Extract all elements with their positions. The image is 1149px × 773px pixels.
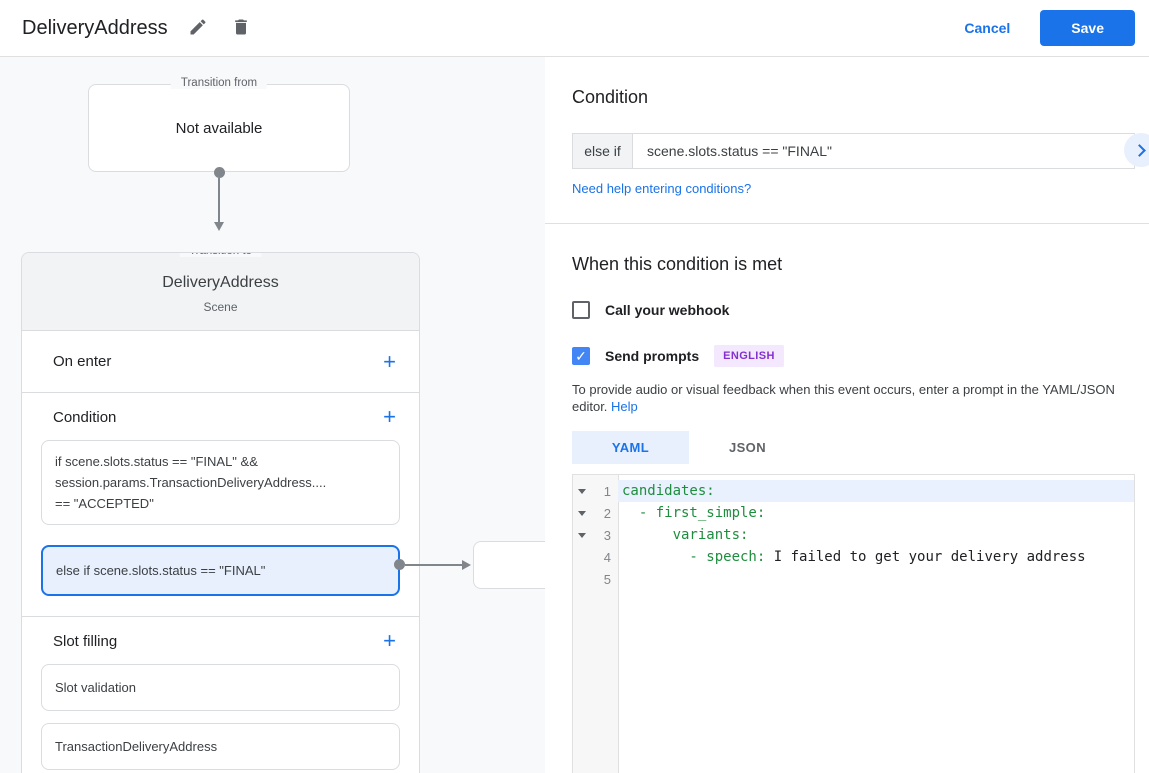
if-condition-card[interactable]: if scene.slots.status == "FINAL" && sess…	[41, 440, 400, 525]
editor-line: 4 - speech: I failed to get your deliver…	[573, 546, 1134, 568]
on-enter-row[interactable]: On enter +	[22, 331, 419, 393]
send-prompts-label: Send prompts	[605, 348, 700, 364]
prompts-helper-text: To provide audio or visual feedback when…	[572, 382, 1115, 414]
editor-line: 3 variants:	[573, 524, 1134, 546]
transition-target-node[interactable]	[473, 541, 545, 589]
condition-section: Condition + if scene.slots.status == "FI…	[22, 393, 419, 617]
webhook-label: Call your webhook	[605, 302, 730, 318]
collapse-panel-button[interactable]	[1124, 133, 1149, 167]
send-prompts-checkbox[interactable]: ✓	[572, 347, 590, 365]
when-met-title: When this condition is met	[572, 254, 783, 274]
condition-help-link[interactable]: Need help entering conditions?	[572, 181, 752, 196]
transition-from-label: Transition from	[170, 77, 268, 89]
connector-dot	[394, 559, 405, 570]
scene-name: DeliveryAddress	[162, 274, 279, 291]
save-button[interactable]: Save	[1040, 10, 1135, 46]
condition-prefix: else if	[573, 134, 633, 168]
webhook-row: Call your webhook	[572, 301, 1135, 319]
delete-button[interactable]	[228, 15, 254, 41]
fold-arrow-icon	[578, 532, 586, 538]
yaml-code-editor[interactable]: 1 candidates: 2 - first_simple: 3 varian…	[572, 474, 1135, 773]
transition-to-label: Transition to	[179, 253, 262, 257]
arrowhead-right-icon	[462, 559, 471, 570]
add-on-enter-button[interactable]: +	[383, 348, 396, 374]
if-condition-line: if scene.slots.status == "FINAL" &&	[55, 454, 258, 469]
send-prompts-row: ✓ Send prompts ENGLISH	[572, 345, 1135, 367]
condition-edit-panel: Condition else if Need help entering con…	[545, 57, 1149, 773]
line-number: 4	[603, 549, 611, 565]
scene-node-header[interactable]: DeliveryAddress Scene	[22, 253, 419, 331]
else-if-condition-card[interactable]: else if scene.slots.status == "FINAL"	[41, 545, 400, 596]
transition-from-value: Not available	[175, 119, 263, 137]
top-bar: DeliveryAddress Cancel Save	[0, 0, 1149, 57]
fold-arrow-icon	[578, 510, 586, 516]
connector-line	[405, 563, 462, 566]
condition-section-label: Condition	[53, 408, 117, 426]
pencil-icon	[188, 17, 208, 40]
condition-input[interactable]	[633, 134, 1134, 168]
top-actions: Cancel Save	[964, 10, 1135, 46]
editor-line: 2 - first_simple:	[573, 502, 1134, 524]
add-slot-button[interactable]: +	[383, 628, 396, 653]
chevron-right-icon	[1133, 143, 1146, 157]
scene-node: Transition to DeliveryAddress Scene On e…	[21, 252, 420, 773]
connector-line	[218, 178, 220, 222]
yaml-key: - speech:	[622, 549, 766, 565]
edit-button[interactable]	[185, 15, 211, 41]
line-number: 5	[603, 571, 611, 587]
help-link[interactable]: Help	[611, 399, 638, 414]
slot-filling-label: Slot filling	[53, 632, 118, 650]
transition-arrow	[213, 167, 225, 231]
transition-from-node[interactable]: Transition from Not available	[88, 77, 350, 172]
yaml-key: variants:	[622, 527, 749, 543]
fold-arrow-icon	[578, 488, 586, 494]
condition-target-connector	[394, 559, 471, 570]
line-number: 1	[603, 483, 611, 499]
line-number: 2	[603, 505, 611, 521]
checkmark-icon: ✓	[575, 348, 587, 364]
arrowhead-down-icon	[214, 222, 224, 231]
if-condition-line: == "ACCEPTED"	[55, 496, 154, 511]
fold-toggle[interactable]	[573, 488, 591, 494]
scene-flow-canvas: Transition from Not available Transition…	[0, 57, 545, 773]
editor-line: 1 candidates:	[573, 480, 1134, 502]
editor-tabs: YAML JSON	[572, 431, 1135, 464]
if-condition-line: session.params.TransactionDeliveryAddres…	[55, 475, 327, 490]
panel-title: Condition	[572, 87, 649, 107]
yaml-value: I failed to get your delivery address	[765, 549, 1086, 565]
page-title: DeliveryAddress	[22, 16, 168, 39]
line-number: 3	[603, 527, 611, 543]
webhook-checkbox[interactable]	[572, 301, 590, 319]
slot-validation-card[interactable]: Slot validation	[41, 664, 400, 711]
tab-json[interactable]: JSON	[689, 431, 806, 464]
fold-toggle[interactable]	[573, 532, 591, 538]
tab-yaml[interactable]: YAML	[572, 431, 689, 464]
panel-divider	[545, 223, 1149, 224]
on-enter-label: On enter	[53, 353, 112, 370]
yaml-key: - first_simple:	[622, 505, 766, 521]
language-badge: ENGLISH	[714, 345, 784, 367]
slot-filling-section: Slot filling + Slot validation Transacti…	[22, 617, 419, 773]
slot-card[interactable]: TransactionDeliveryAddress	[41, 723, 400, 770]
add-condition-button[interactable]: +	[383, 404, 396, 429]
condition-input-row: else if	[572, 133, 1135, 169]
connector-dot	[213, 167, 225, 178]
scene-type: Scene	[203, 300, 238, 314]
yaml-key: candidates:	[622, 483, 715, 499]
cancel-button[interactable]: Cancel	[964, 20, 1011, 36]
editor-line: 5	[573, 568, 1134, 590]
fold-toggle[interactable]	[573, 510, 591, 516]
trash-icon	[231, 17, 251, 40]
